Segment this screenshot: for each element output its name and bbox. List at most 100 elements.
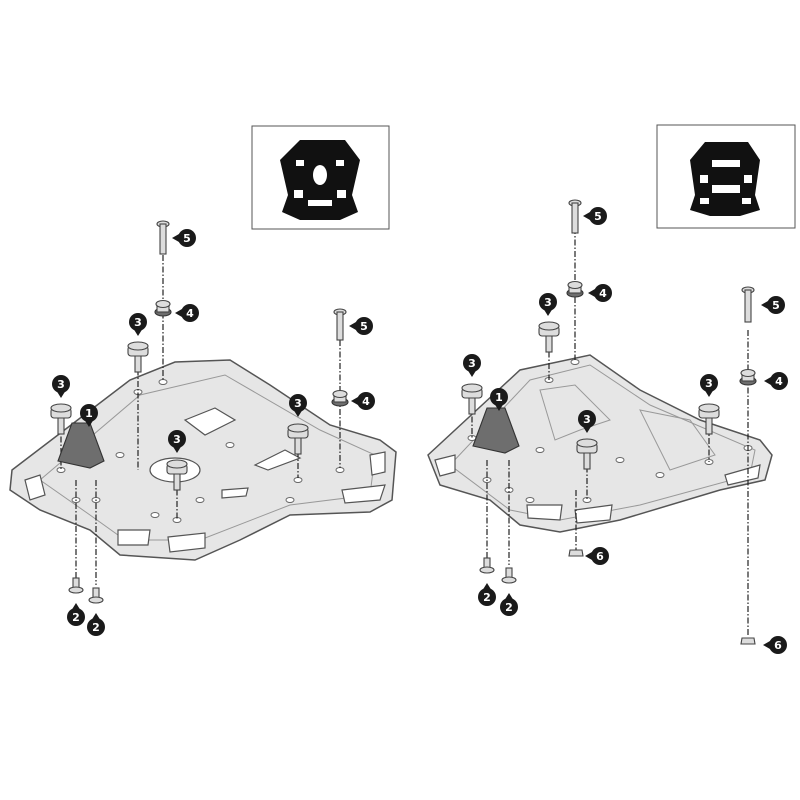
callout-2: 2 [67,603,85,626]
mounting-hole [655,472,665,478]
callout-circle [591,547,609,565]
callout-pointer [764,377,771,385]
bolt [156,220,170,255]
callout-number: 3 [468,357,476,370]
right-inset [656,124,796,229]
mounting-pin [576,438,598,470]
mounting-hole [293,477,303,483]
rubber-spacer [566,280,584,298]
callout-circle [463,354,481,372]
callout-circle [700,374,718,392]
callout-number: 5 [772,299,780,312]
callout-number: 5 [360,320,368,333]
nut [740,637,756,645]
callout-4: 4 [175,304,199,322]
callout-number: 3 [173,433,181,446]
callout-4: 4 [588,284,612,302]
callout-pointer [175,309,182,317]
nut [568,549,584,557]
callout-3: 3 [129,313,147,336]
mounting-pin [461,383,483,415]
mounting-hole [525,497,535,503]
callout-number: 2 [505,601,513,614]
callout-3: 3 [168,430,186,453]
callout-number: 2 [72,611,80,624]
callout-pointer [588,289,595,297]
callout-number: 1 [495,391,503,404]
callout-circle [355,317,373,335]
right-rack-plate [427,354,773,533]
callout-pointer [172,234,179,242]
callout-circle [129,313,147,331]
mounting-hole [335,467,345,473]
callout-circle [168,430,186,448]
callout-number: 2 [483,591,491,604]
callout-number: 3 [294,397,302,410]
left-inset [251,125,390,230]
bolt [333,308,347,341]
rubber-spacer [331,389,349,407]
callout-4: 4 [764,372,788,390]
mounting-hole [158,379,168,385]
screw [479,557,495,574]
callout-3: 3 [52,375,70,398]
mounting-pin [127,341,149,373]
mounting-hole [535,447,545,453]
callout-5: 5 [583,207,607,225]
callout-circle [87,618,105,636]
callout-number: 3 [544,296,552,309]
callout-3: 3 [289,394,307,417]
callout-pointer [763,641,770,649]
mounting-pin [287,423,309,455]
callout-circle [181,304,199,322]
callout-1: 1 [490,388,508,411]
callout-number: 6 [774,639,782,652]
callout-number: 4 [599,287,607,300]
callout-6: 6 [763,636,787,654]
bolt [568,199,582,234]
callout-1: 1 [80,404,98,427]
callout-2: 2 [478,583,496,606]
callout-circle [770,372,788,390]
callout-number: 2 [92,621,100,634]
callout-number: 5 [594,210,602,223]
mounting-pin [538,321,560,353]
callout-6: 6 [585,547,609,565]
callout-circle [357,392,375,410]
callout-circle [289,394,307,412]
callout-circle [767,296,785,314]
callout-pointer [583,212,590,220]
callout-3: 3 [539,293,557,316]
callout-3: 3 [463,354,481,377]
callout-2: 2 [87,613,105,636]
callout-circle [490,388,508,406]
callout-number: 3 [705,377,713,390]
callout-number: 6 [596,550,604,563]
rubber-spacer [739,368,757,386]
mounting-hole [615,457,625,463]
rubber-spacer [154,299,172,317]
mounting-hole [225,442,235,448]
callout-number: 1 [85,407,93,420]
bolt [741,286,755,323]
callout-5: 5 [761,296,785,314]
callout-circle [594,284,612,302]
mounting-hole [285,497,295,503]
callout-circle [589,207,607,225]
callout-circle [769,636,787,654]
mounting-hole [570,359,580,365]
callout-pointer [585,552,592,560]
mounting-pin [50,403,72,435]
mounting-hole [115,452,125,458]
callout-number: 4 [362,395,370,408]
callout-number: 3 [57,378,65,391]
callout-circle [67,608,85,626]
callout-pointer [349,322,356,330]
screw [68,577,84,594]
callout-2: 2 [500,593,518,616]
mounting-pin [698,403,720,435]
callout-number: 4 [775,375,783,388]
mounting-hole [150,512,160,518]
callout-3: 3 [700,374,718,397]
